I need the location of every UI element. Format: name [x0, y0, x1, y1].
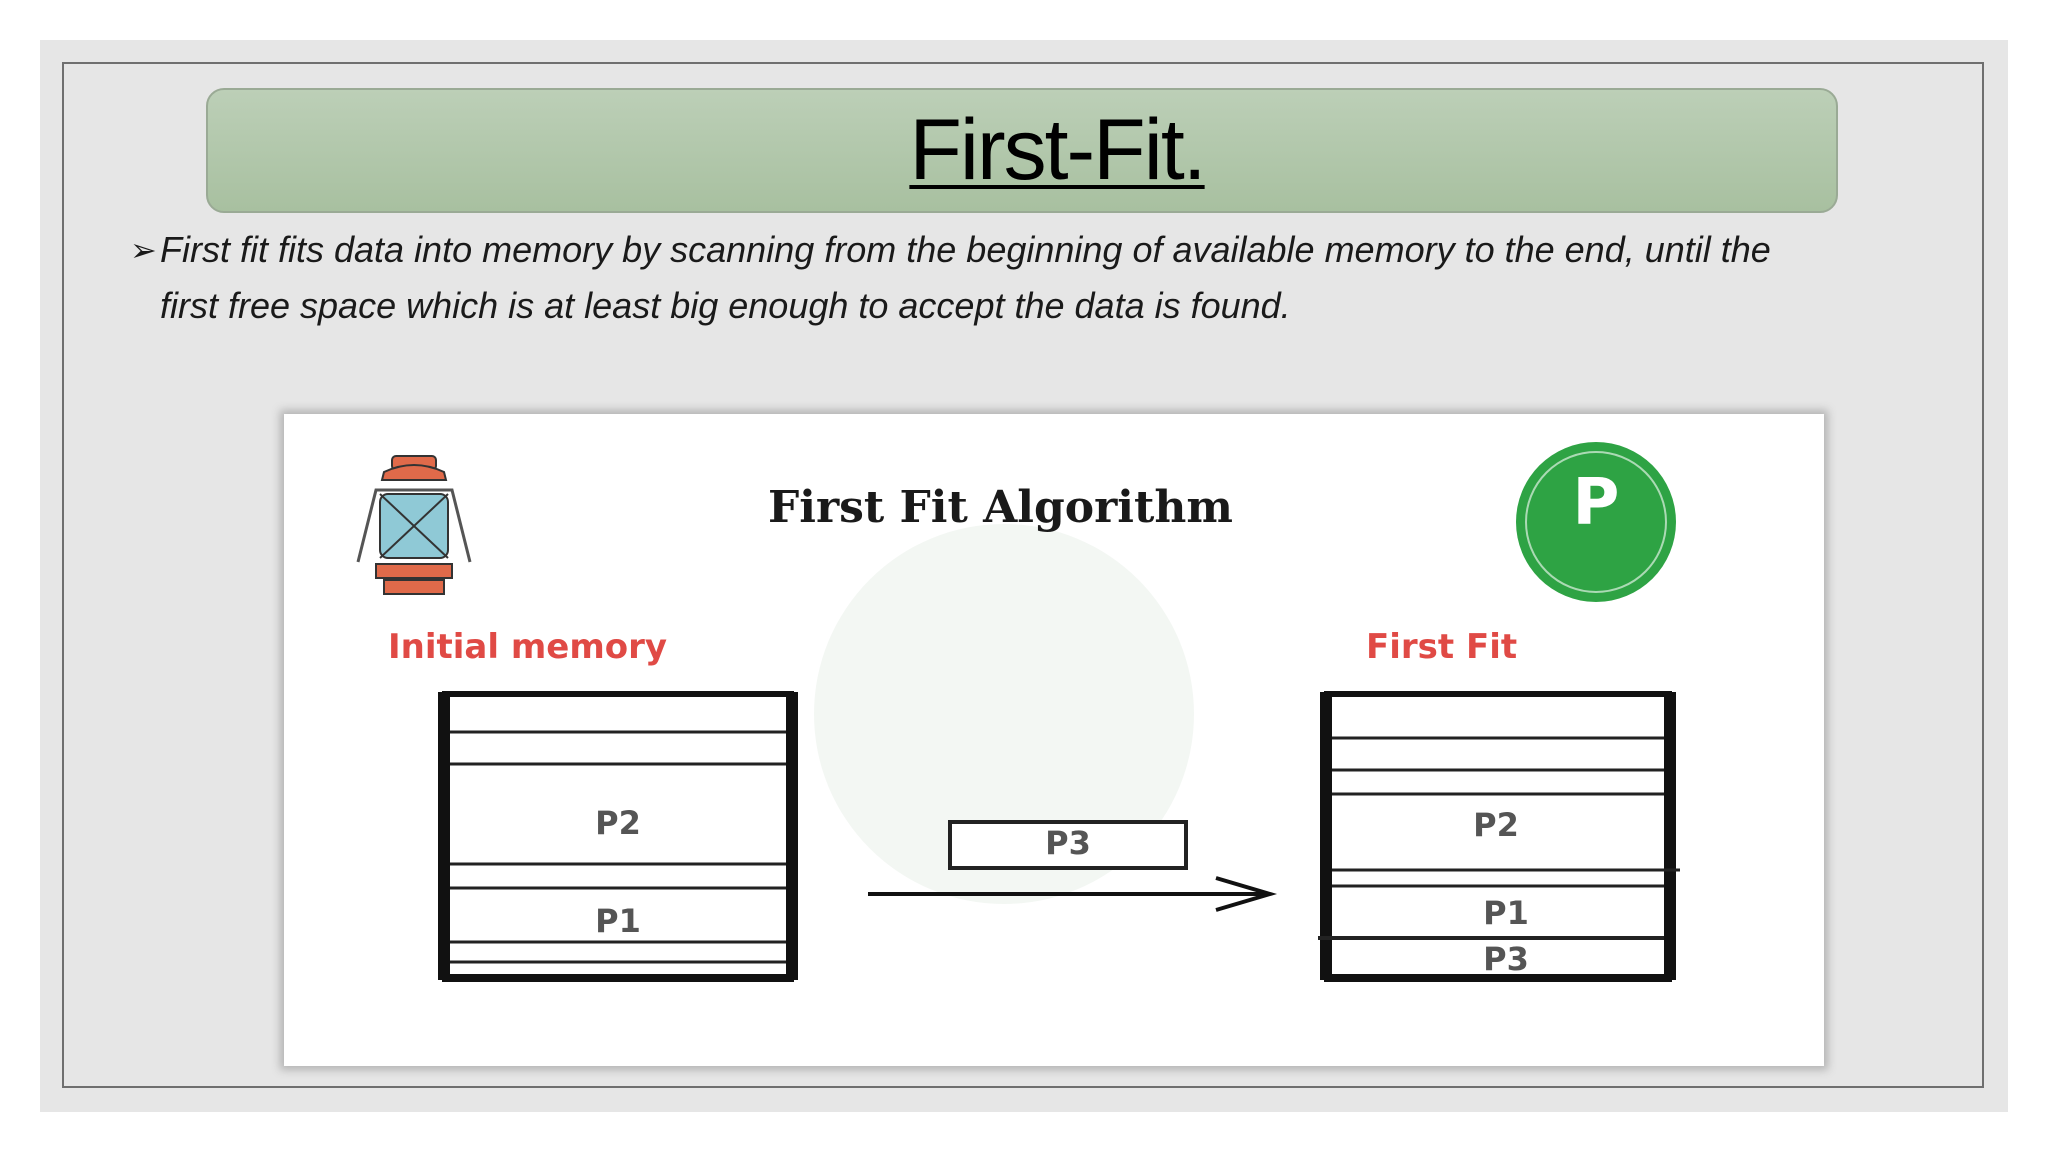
title-banner: First-Fit.	[206, 88, 1838, 213]
incoming-p3-label: P3	[1045, 824, 1091, 862]
right-block-p3: P3	[1483, 940, 1529, 978]
slide-frame	[62, 62, 1984, 1088]
left-block-p1: P1	[595, 902, 641, 940]
left-block-p2: P2	[595, 804, 641, 842]
figure-drawing: First Fit Algorithm P Initial memory Fir…	[356, 442, 1680, 982]
right-block-p2: P2	[1473, 806, 1519, 844]
incoming-p3-block	[948, 820, 1188, 870]
slide-title: First-Fit.	[909, 102, 1206, 198]
bullet-arrow-icon: ➢	[130, 232, 157, 268]
right-block-p1: P1	[1483, 894, 1529, 932]
figure-title: First Fit Algorithm	[768, 482, 1233, 533]
first-fit-caption: First Fit	[1366, 627, 1517, 667]
first-fit-memory-column	[1318, 691, 1680, 982]
first-fit-figure: First Fit Algorithm P Initial memory Fir…	[284, 414, 1824, 1066]
lantern-icon	[356, 455, 472, 595]
initial-memory-column	[438, 691, 798, 982]
bullet-paragraph: ➢ First fit fits data into memory by sca…	[130, 222, 1930, 334]
bullet-text-line-1: First fit fits data into memory by scann…	[160, 229, 1771, 270]
bullet-text-line-2: first free space which is at least big e…	[160, 285, 1291, 326]
logo-letter: P	[1573, 466, 1620, 540]
watermark-circle	[814, 524, 1194, 904]
prepinsta-logo: P	[1516, 442, 1676, 602]
initial-memory-caption: Initial memory	[388, 627, 667, 667]
arrow-icon	[868, 876, 1278, 912]
